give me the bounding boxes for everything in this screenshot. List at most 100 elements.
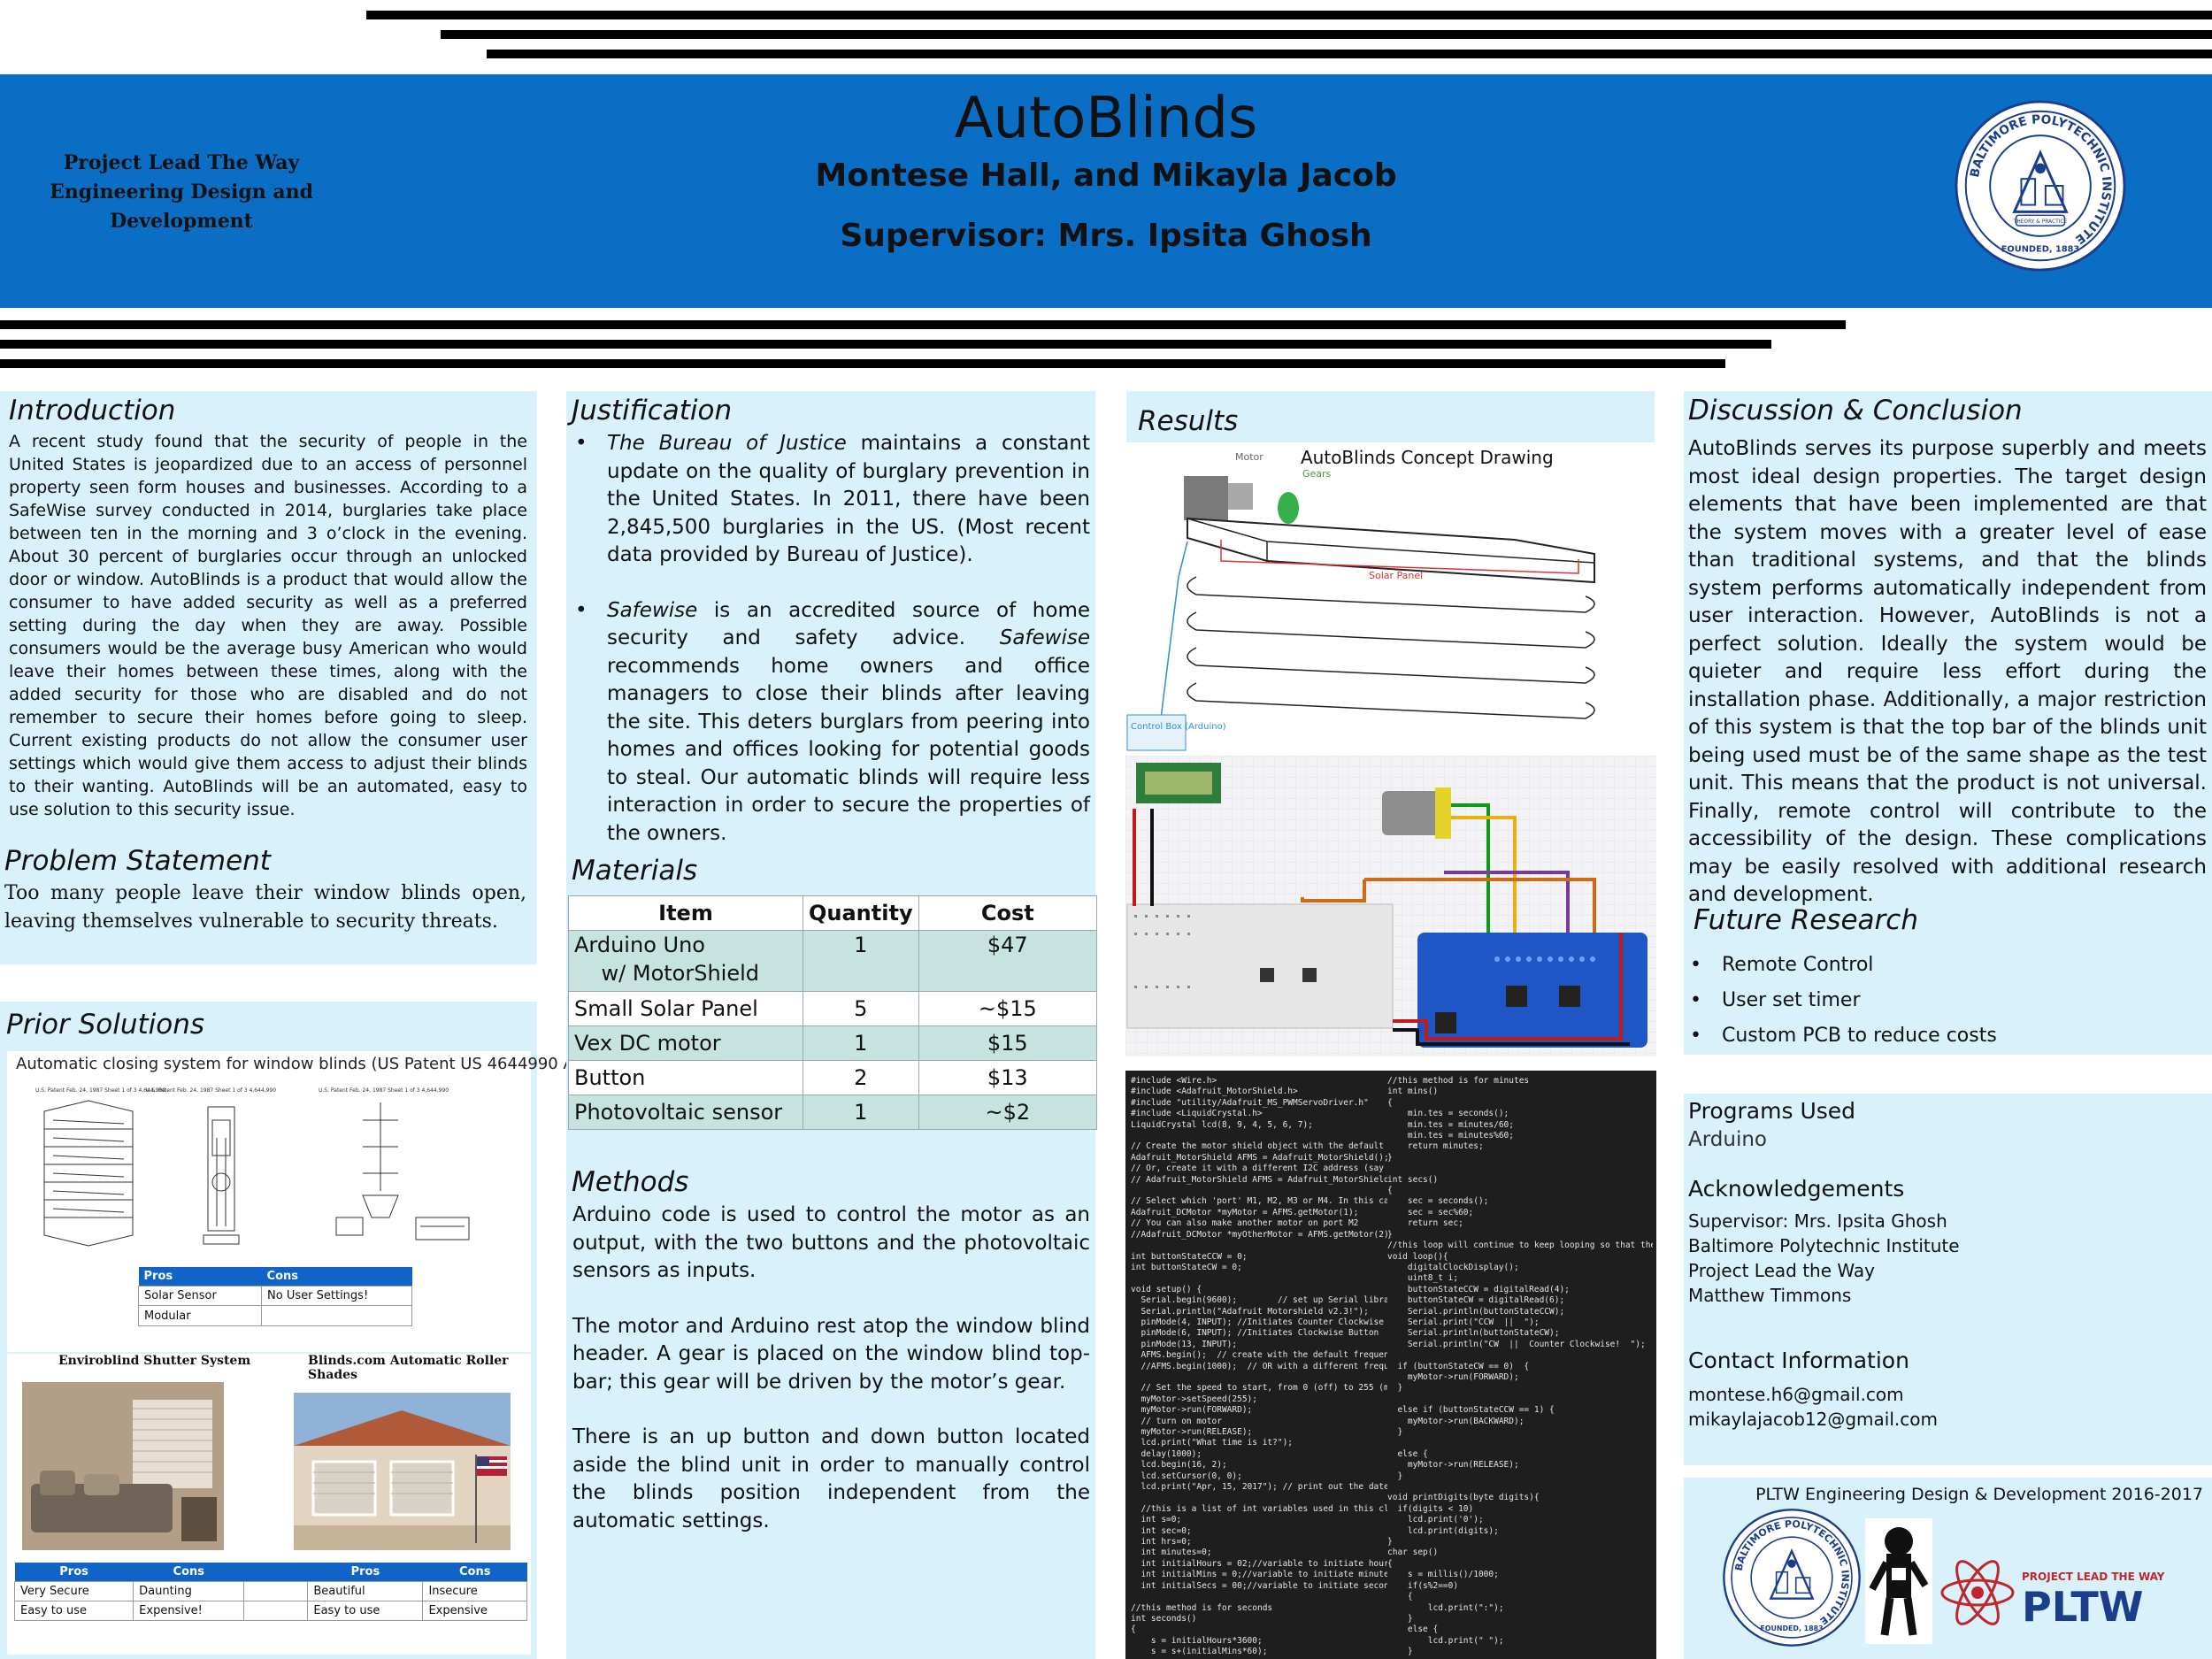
contact-email[interactable]: mikaylajacob12@gmail.com	[1688, 1409, 1938, 1430]
patent-pros-cons-table: Pros Cons Solar Sensor No User Settings!…	[137, 1267, 412, 1326]
program-line-3: Development	[110, 210, 253, 233]
mascot-icon	[1865, 1518, 1932, 1644]
future-item: Custom PCB to reduce costs	[1686, 1018, 2200, 1054]
poster-title: AutoBlinds	[954, 86, 1258, 151]
programs-value: Arduino	[1688, 1128, 1768, 1151]
products-table-cell: Insecure	[422, 1581, 527, 1601]
safewise-text-1: is an accredited source of home security…	[607, 598, 1090, 650]
top-stripe-3	[487, 50, 2212, 58]
bureau-text: maintains a constant update on the quali…	[607, 432, 1091, 566]
products-table-cell: Beautiful	[307, 1581, 424, 1601]
methods-paragraph-3: There is an up button and down button lo…	[572, 1425, 1090, 1532]
svg-text:Solar Panel: Solar Panel	[1369, 570, 1423, 581]
circuit-diagram	[1125, 756, 1656, 1056]
top-stripe-1	[366, 11, 2212, 19]
program-name: Project Lead The Way Engineering Design …	[49, 149, 314, 236]
blinds-com-caption: Blinds.com Automatic Roller Shades	[308, 1354, 509, 1382]
materials-cell: ~$2	[918, 1094, 1098, 1130]
acknowledgements-list: Supervisor: Mrs. Ipsita Ghosh Baltimore …	[1688, 1209, 1960, 1308]
top-stripe-2	[441, 30, 2212, 39]
problem-text: Too many people leave their window blind…	[4, 882, 526, 933]
materials-cell: $47	[918, 930, 1098, 992]
svg-text:AutoBlinds Concept Drawing: AutoBlinds Concept Drawing	[1301, 447, 1554, 468]
materials-header-item: Item	[568, 895, 803, 931]
products-table-header: Pros	[14, 1563, 134, 1582]
school-seal-icon: BALTIMORE POLYTECHNIC INSTITUTE FOUNDED,…	[1955, 100, 2126, 272]
patent-table-header: Cons	[261, 1267, 412, 1286]
materials-table: Item Quantity Cost Arduino Uno w/ MotorS…	[568, 895, 1098, 1130]
bottom-stripe-2	[0, 340, 1771, 349]
product-photos: Enviroblind Shutter System Blinds.com Au…	[7, 1354, 531, 1655]
patent-table-cell: Solar Sensor	[137, 1286, 263, 1306]
safewise-name: Safewise	[607, 598, 698, 622]
acknowledgement-item: Baltimore Polytechnic Institute	[1688, 1235, 1960, 1256]
info-panel	[1684, 1094, 2212, 1465]
contact-heading: Contact Information	[1688, 1348, 1909, 1373]
materials-cell: 1	[803, 1025, 919, 1061]
bottom-stripe-3	[0, 359, 1725, 368]
materials-cell: 1	[803, 930, 919, 992]
concept-drawing-svg: AutoBlinds Concept Drawing Motor Gears S…	[1126, 447, 1595, 751]
program-line-1: Project Lead The Way	[63, 151, 300, 174]
methods-heading: Methods	[572, 1166, 689, 1198]
materials-cell: Arduino Uno w/ MotorShield	[568, 930, 803, 992]
future-item: User set timer	[1686, 983, 2200, 1018]
safewise-text-2: recommends home owners and office manage…	[607, 654, 1090, 845]
patent-table-header: Pros	[138, 1267, 262, 1286]
results-heading: Results	[1138, 405, 1239, 437]
products-pros-cons-table: Pros Cons Pros Cons Very Secure Daunting…	[13, 1563, 527, 1621]
patent-caption: Automatic closing system for window blin…	[16, 1055, 580, 1073]
acknowledgement-item: Supervisor: Mrs. Ipsita Ghosh	[1688, 1210, 1947, 1232]
future-research-list: Remote Control User set timer Custom PCB…	[1686, 948, 2200, 1054]
materials-cell: ~$15	[918, 991, 1098, 1026]
materials-cell: 1	[803, 1094, 919, 1130]
bottom-stripe-1	[0, 320, 1846, 329]
materials-header-quantity: Quantity	[803, 895, 919, 931]
patent-table-cell	[261, 1305, 412, 1326]
justification-item-safewise: Safewise is an accredited source of home…	[572, 597, 1090, 849]
materials-cell: Button	[568, 1060, 803, 1095]
materials-cell: Photovoltaic sensor	[568, 1094, 803, 1130]
arduino-code: #include <Wire.h> #include <Adafruit_Mot…	[1125, 1071, 1656, 1659]
program-line-2: Engineering Design and	[50, 180, 313, 204]
contact-email[interactable]: montese.h6@gmail.com	[1688, 1384, 1904, 1405]
svg-text:U.S. Patent Feb. 24, 1987: U.S. Patent Feb. 24, 1987 Sheet 1 of 3 4…	[35, 1087, 165, 1094]
poster-supervisor: Supervisor: Mrs. Ipsita Ghosh	[840, 218, 1372, 254]
svg-text:THEORY & PRACTICE: THEORY & PRACTICE	[2013, 219, 2068, 225]
materials-cell: Small Solar Panel	[568, 991, 803, 1026]
svg-text:PROJECT LEAD THE WAY: PROJECT LEAD THE WAY	[2022, 1571, 2165, 1583]
materials-cell: $15	[918, 1025, 1098, 1061]
products-table-cell: Easy to use	[13, 1601, 134, 1621]
materials-cell: $13	[918, 1060, 1098, 1095]
problem-heading: Problem Statement	[4, 845, 271, 877]
discussion-panel	[1684, 391, 2212, 1055]
products-table-cell: Daunting	[133, 1581, 245, 1601]
introduction-text: A recent study found that the security o…	[9, 432, 527, 819]
contact-list: montese.h6@gmail.com mikaylajacob12@gmai…	[1688, 1382, 1938, 1432]
svg-text:U.S. Patent Feb. 24, 1987: U.S. Patent Feb. 24, 1987 Sheet 1 of 3 4…	[319, 1087, 449, 1094]
acknowledgement-item: Matthew Timmons	[1688, 1285, 1852, 1306]
products-table-cell: Expensive	[422, 1601, 527, 1621]
methods-text: Arduino code is used to control the moto…	[572, 1202, 1090, 1535]
blinds-com-photo	[294, 1393, 511, 1550]
safewise-name-2: Safewise	[999, 626, 1090, 649]
code-column-left: #include <Wire.h> #include <Adafruit_Mot…	[1131, 1076, 1387, 1655]
products-table-cell: Easy to use	[307, 1601, 424, 1621]
methods-paragraph-2: The motor and Arduino rest atop the wind…	[572, 1314, 1090, 1394]
poster-authors: Montese Hall, and Mikayla Jacob	[815, 157, 1397, 194]
materials-cell: 5	[803, 991, 919, 1026]
footer-school-seal-icon: BALTIMORE POLYTECHNIC INSTITUTE FOUNDED,…	[1723, 1509, 1861, 1647]
patent-drawings-icon: U.S. Patent Feb. 24, 1987 Sheet 1 of 3 4…	[35, 1087, 470, 1247]
prior-solutions-heading: Prior Solutions	[6, 1009, 205, 1041]
svg-text:FOUNDED, 1883: FOUNDED, 1883	[2001, 244, 2080, 254]
svg-text:Control Box (Arduino): Control Box (Arduino)	[1131, 722, 1226, 732]
methods-paragraph-1: Arduino code is used to control the moto…	[572, 1203, 1090, 1282]
future-research-heading: Future Research	[1694, 904, 1918, 936]
products-table-cell	[243, 1601, 309, 1621]
materials-cell: Vex DC motor	[568, 1025, 803, 1061]
products-table-header: Cons	[422, 1563, 527, 1582]
svg-text:PLTW: PLTW	[2022, 1583, 2144, 1631]
code-column-right: //this method is for minutes int mins() …	[1387, 1076, 1653, 1655]
products-table-cell	[243, 1581, 309, 1601]
footer-caption: PLTW Engineering Design & Development 20…	[1755, 1485, 2203, 1504]
